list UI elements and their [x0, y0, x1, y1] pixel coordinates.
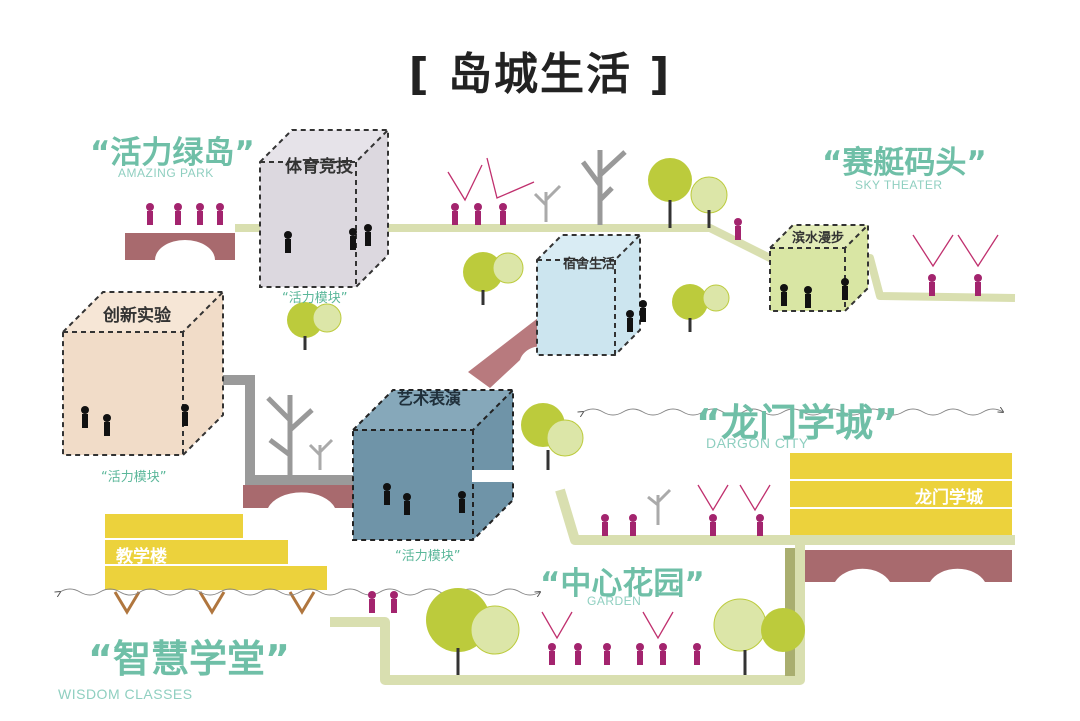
zone-sky-theater-cn: “赛艇码头”	[822, 145, 987, 181]
people-magenta	[146, 203, 982, 665]
cube-dorm	[536, 234, 641, 356]
zone-garden-cn: “中心花园”	[540, 566, 705, 602]
module-label-art: “活力模块”	[395, 549, 461, 564]
teaching-bar-label: 教学楼	[116, 547, 167, 567]
module-label-innovation: “活力模块”	[101, 470, 167, 485]
bridge-right	[805, 550, 1012, 582]
teaching-bars	[105, 514, 327, 590]
longmen-bar-label: 龙门学城	[915, 488, 983, 508]
page-title: [ 岛城生活 ]	[408, 49, 672, 100]
people-black	[81, 224, 849, 515]
bridge-center	[243, 485, 358, 508]
trees	[266, 150, 805, 675]
bridge-left	[125, 233, 235, 260]
chevrons	[113, 591, 316, 615]
zone-sky-theater-en: SKY THEATER	[855, 178, 943, 192]
cube-sports-label: 体育竞技	[285, 157, 353, 177]
longmen-bars	[790, 453, 1012, 535]
zone-dargon-city-cn: “龙门学城”	[696, 401, 898, 445]
cube-art-label: 艺术表演	[397, 389, 462, 408]
zone-wisdom-classes-cn: “智慧学堂”	[88, 637, 290, 681]
zone-garden-en: GARDEN	[587, 594, 642, 608]
zone-dargon-city-en: DARGON CITY	[706, 435, 809, 451]
cube-art	[352, 389, 514, 541]
zone-amazing-park-en: AMAZING PARK	[118, 166, 214, 180]
v-arrows	[447, 157, 999, 640]
cube-innovation-label: 创新实验	[103, 306, 171, 326]
module-label-sports: “活力模块”	[282, 291, 348, 306]
white-gap	[472, 470, 517, 482]
wavy-right	[583, 409, 1003, 415]
cube-dorm-label: 宿舍生活	[563, 257, 616, 272]
cube-riverside-label: 滨水漫步	[792, 231, 845, 246]
zone-wisdom-classes-en: WISDOM CLASSES	[58, 686, 193, 702]
zone-amazing-park-cn: “活力绿岛”	[90, 135, 255, 171]
